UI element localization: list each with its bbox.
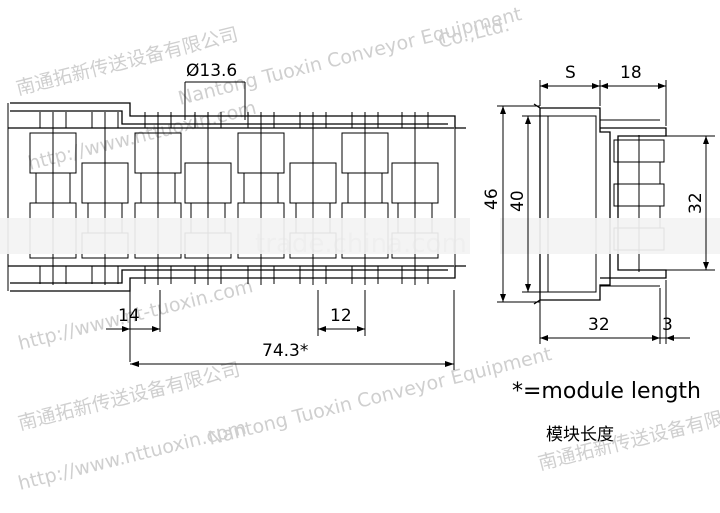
module-length-note-cn: 模块长度 bbox=[546, 425, 614, 445]
dim-32h-label: 32 bbox=[588, 315, 610, 335]
watermark-site-3: http://www.nttuoxin.com bbox=[16, 417, 249, 495]
watermark-name-2: Nantong Tuoxin Conveyor Equipment bbox=[206, 343, 554, 450]
dim-s-18: S 18 bbox=[539, 63, 667, 126]
dim-heights: 46 40 bbox=[482, 105, 548, 303]
dim-diameter: Ø13.6 bbox=[184, 61, 246, 120]
dim-pitch-roller-label: 12 bbox=[330, 306, 352, 326]
chain-top-view bbox=[0, 102, 470, 292]
dim-diameter-label: Ø13.6 bbox=[186, 61, 237, 81]
dim-pitch-end-label: 14 bbox=[118, 306, 140, 326]
dim-18-label: 18 bbox=[620, 63, 642, 83]
module-length-note: *=module length bbox=[512, 379, 701, 404]
dim-s-label: S bbox=[565, 63, 576, 83]
chain-side-view bbox=[500, 103, 720, 305]
dim-3-label: 3 bbox=[662, 315, 673, 335]
dim-bottom: 32 3 bbox=[539, 280, 690, 344]
dim-pitch-roller: 12 bbox=[317, 290, 366, 336]
watermark-name: Nantong Tuoxin Conveyor Equipment bbox=[176, 3, 524, 110]
dim-module-length: 74.3* bbox=[130, 290, 455, 370]
dim-46-label: 46 bbox=[482, 188, 502, 210]
dim-module-length-label: 74.3* bbox=[262, 341, 308, 361]
watermark-company-cn-2: 南通拓新传送设备有限公司 bbox=[16, 358, 243, 435]
dim-40-label: 40 bbox=[508, 190, 528, 212]
dim-pitch-end: 14 bbox=[106, 290, 161, 362]
dim-32v-label: 32 bbox=[686, 192, 706, 214]
dim-32-vertical: 32 bbox=[666, 135, 715, 271]
